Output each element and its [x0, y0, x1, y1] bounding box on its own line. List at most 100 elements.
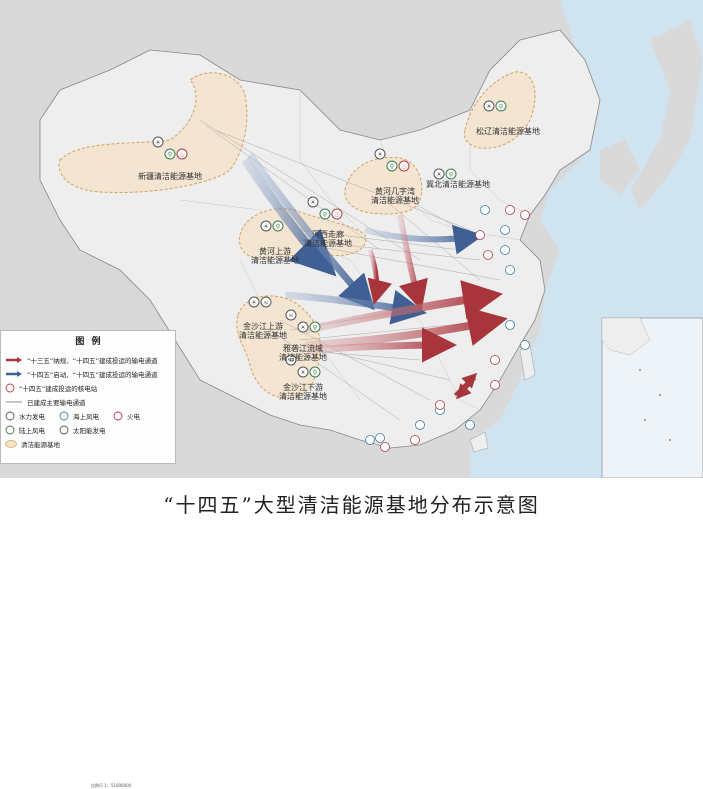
legend-item-label: 水力发电 [19, 413, 45, 421]
solar-icon: ☀ [248, 296, 260, 308]
offshore-icon [59, 411, 69, 421]
base-regions [58, 71, 536, 399]
red-arrow-coastal-down [455, 376, 477, 400]
solar-icon [59, 425, 69, 435]
fire-icon: ♨ [331, 208, 343, 220]
legend-item-label: 陆上风电 [19, 427, 45, 435]
base-label-jibei: 冀北清洁能源基地 [426, 180, 490, 189]
legend-row-nuclear-label: “十四五”建成投运的核电站 [19, 385, 98, 393]
wind-icon: ⚲ [272, 220, 284, 232]
scale-bar: 比例尺 1：51000000 [91, 783, 132, 788]
svg-text:⚲: ⚲ [313, 368, 318, 376]
legend-row-existing-line-label: 已建成主要输电通道 [27, 399, 86, 407]
base-icon-layer: ☀⚲♨☀⚲☀⚲☀⚲♨☀⚲♨☀⚲☀≈≈☀⚲≈☀⚲ [152, 100, 507, 378]
offshore-wind-markers [365, 205, 530, 445]
legend-row-red-arrow: “十三五”纳规、“十四五”建成投运的输电通道 [5, 355, 157, 365]
svg-text:♨: ♨ [334, 210, 340, 218]
svg-text:≈: ≈ [263, 298, 268, 306]
legend-row-nuclear: “十四五”建成投运的核电站 [5, 383, 97, 393]
blue-arrow-hexi [241, 157, 337, 277]
base-label-jinsha_xy: 金沙江下游 清洁能源基地 [279, 383, 327, 402]
svg-text:☀: ☀ [377, 150, 383, 158]
legend-row-base-label: 清洁能源基地 [21, 441, 60, 449]
line-icon [6, 401, 22, 403]
solar-icon: ☀ [297, 321, 309, 333]
arrow-icon [6, 371, 22, 377]
base-region-icon [5, 440, 17, 448]
blue-arrow-xinjiang [247, 152, 375, 311]
svg-text:⚲: ⚲ [313, 323, 318, 331]
wind-icon: ⚲ [319, 208, 331, 220]
base-label-songliao: 松辽清洁能源基地 [476, 127, 540, 136]
nuclear_new-icon [5, 383, 15, 393]
new-transmission-arrows [241, 152, 508, 400]
solar-icon: ☀ [260, 220, 272, 232]
base-label-huanghe_jizi: 黄河几字湾 清洁能源基地 [371, 187, 419, 206]
hydro-icon [5, 411, 15, 421]
wind-icon: ⚲ [164, 148, 176, 160]
svg-text:≈: ≈ [288, 356, 293, 364]
svg-text:☀: ☀ [436, 170, 442, 178]
svg-text:☀: ☀ [251, 298, 257, 306]
svg-text:☀: ☀ [300, 368, 306, 376]
solar-icon: ☀ [433, 168, 445, 180]
inset-islands [639, 369, 671, 441]
legend-item-solar: 太阳能发电 [59, 425, 106, 435]
svg-text:⚲: ⚲ [323, 210, 328, 218]
svg-text:☀: ☀ [155, 138, 161, 146]
hydro-icon: ≈ [285, 354, 297, 366]
svg-text:⚲: ⚲ [168, 150, 173, 158]
fire-icon: ♨ [176, 148, 188, 160]
legend-item-wind: 陆上风电 [5, 425, 45, 435]
wind-icon: ⚲ [386, 160, 398, 172]
base-label-jinsha_sy: 金沙江上游 清洁能源基地 [239, 322, 287, 341]
base-label-hexi: 河西走廊 清洁能源基地 [304, 230, 352, 249]
red-arrow-east1 [304, 280, 503, 334]
map-canvas: ☀⚲♨☀⚲☀⚲☀⚲♨☀⚲♨☀⚲☀≈≈☀⚲≈☀⚲ [0, 0, 703, 478]
svg-text:♨: ♨ [179, 150, 185, 158]
nuclear-markers [380, 205, 530, 452]
base-label-xinjiang: 新疆清洁能源基地 [138, 172, 202, 181]
solar-icon: ☀ [297, 366, 309, 378]
map-legend: 图 例 “十三五”纳规、“十四五”建成投运的输电通道“十四五”启动、“十四五”建… [0, 330, 176, 788]
arrow-icon [6, 357, 22, 363]
legend-title: 图 例 [75, 337, 103, 347]
hydro-icon: ≈ [260, 296, 272, 308]
wind-icon: ⚲ [309, 321, 321, 333]
legend-item-label: 火电 [127, 413, 140, 421]
solar-icon: ☀ [483, 100, 495, 112]
legend-row-base: 清洁能源基地 [5, 439, 60, 449]
inset-land [601, 317, 651, 356]
svg-text:⚲: ⚲ [390, 162, 395, 170]
wind-icon [5, 425, 15, 435]
red-arrow-east2 [304, 306, 508, 349]
hydro-icon: ≈ [285, 309, 297, 321]
legend-item-label: 海上风电 [73, 413, 99, 421]
svg-text:⚲: ⚲ [499, 102, 504, 110]
xinjiang-region [58, 72, 248, 193]
red-arrow-east3 [309, 327, 457, 363]
svg-text:☀: ☀ [486, 102, 492, 110]
legend-item-label: 太阳能发电 [73, 427, 106, 435]
svg-text:☀: ☀ [263, 222, 269, 230]
legend-item-offshore: 海上风电 [59, 411, 99, 421]
blue-arrow-north [364, 224, 484, 255]
jizi-region [344, 156, 423, 215]
fire-icon [113, 411, 123, 421]
legend-row-existing-line: 已建成主要输电通道 [5, 397, 86, 407]
energy-base-map: ☀⚲♨☀⚲☀⚲☀⚲♨☀⚲♨☀⚲☀≈≈☀⚲≈☀⚲ 新疆清洁能源基地松辽清洁能源基地… [0, 0, 703, 478]
legend-item-hydro: 水力发电 [5, 411, 45, 421]
svg-text:⚲: ⚲ [449, 170, 454, 178]
fire-icon: ♨ [398, 160, 410, 172]
red-arrow-hexi [367, 249, 392, 305]
legend-row-red-arrow-label: “十三五”纳规、“十四五”建成投运的输电通道 [27, 357, 158, 365]
base-label-huanghe_sy: 黄河上游 清洁能源基地 [251, 247, 299, 266]
svg-text:≈: ≈ [288, 311, 293, 319]
svg-text:☀: ☀ [310, 198, 316, 206]
svg-text:☀: ☀ [300, 323, 306, 331]
wind-icon: ⚲ [309, 366, 321, 378]
wind-icon: ⚲ [445, 168, 457, 180]
solar-icon: ☀ [152, 136, 164, 148]
map-caption: “十四五”大型清洁能源基地分布示意图 [163, 493, 540, 517]
svg-text:♨: ♨ [401, 162, 407, 170]
